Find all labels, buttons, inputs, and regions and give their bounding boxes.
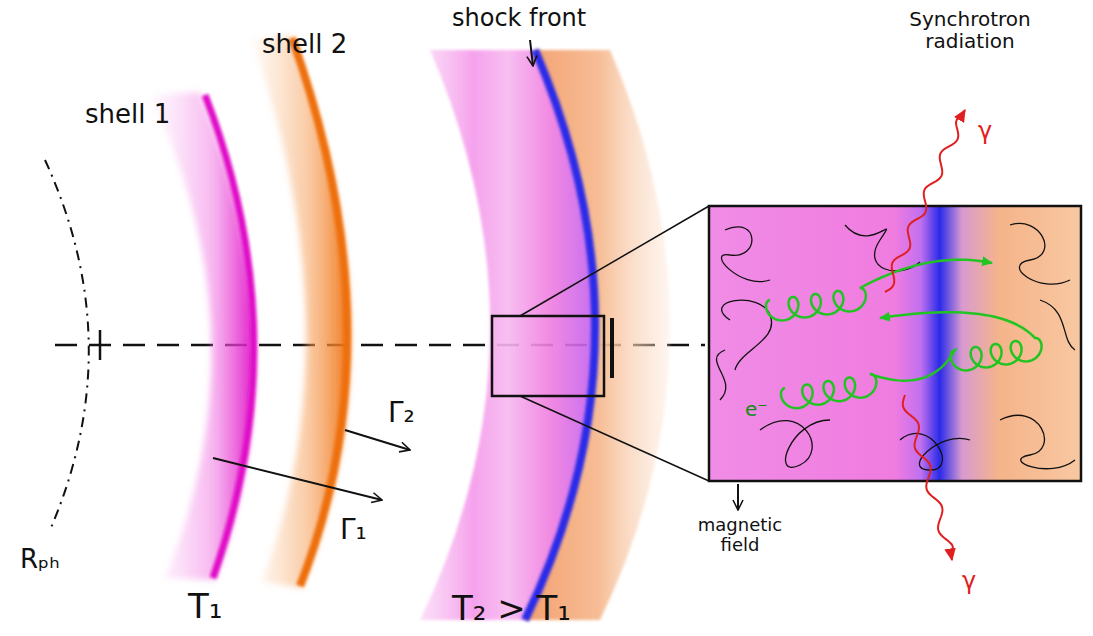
photon-label: γ [962,568,976,594]
zoom-frame-part [520,396,709,481]
temperature-label: T₁ [188,588,222,625]
shell-two [252,36,350,588]
electron-paths [766,260,1042,408]
electron-label: e⁻ [745,398,768,420]
lorentz-label: Γ₁ [340,515,367,546]
arrows-part [737,484,739,510]
field-lines-part [722,300,772,370]
field-lines-part [1010,223,1070,284]
shell-one-part [150,92,254,580]
field-lines [716,223,1075,470]
arrows-part [345,430,410,450]
electron-path [781,312,1042,408]
zoom-frame-part [492,316,604,396]
radiation-label: Synchrotron radiation [895,8,1045,52]
zoom-frame-part [520,206,709,316]
lorentz-label: Γ₂ [388,398,415,429]
merged-shell [420,50,670,620]
zoom-box-part [709,206,1081,481]
arrows-part [213,458,382,500]
field-lines-part [721,227,770,282]
zoom-frame [492,206,709,481]
shell-one [150,92,254,580]
temperature-label: T₂ > T₁ [452,590,571,627]
shell-two-part [292,38,347,586]
shock-label: shock front [452,5,586,31]
field-lines-part [1040,300,1075,350]
field-lines-part [1000,415,1075,468]
photons [885,110,965,560]
merged-shell-part [525,50,595,620]
field-label: magnetic field [690,515,790,555]
zoom-box-part [709,206,1081,481]
arrows-part [530,40,533,66]
field-lines-part [760,420,830,467]
radius-label: Rₚₕ [20,545,60,574]
merged-shell-part [525,50,670,620]
arrows [213,40,738,510]
photons-part [885,110,965,292]
shell-label: shell 2 [262,30,347,59]
shell-label: shell 1 [85,100,170,129]
photons-part [903,395,953,560]
zoom-box [709,206,1081,481]
field-lines-part [716,350,725,400]
shell-one-part [205,95,254,578]
shell-two-part [252,36,350,588]
field-lines-part [900,433,970,470]
zoom-frame-part [610,318,614,378]
photon-label: γ [978,118,992,144]
